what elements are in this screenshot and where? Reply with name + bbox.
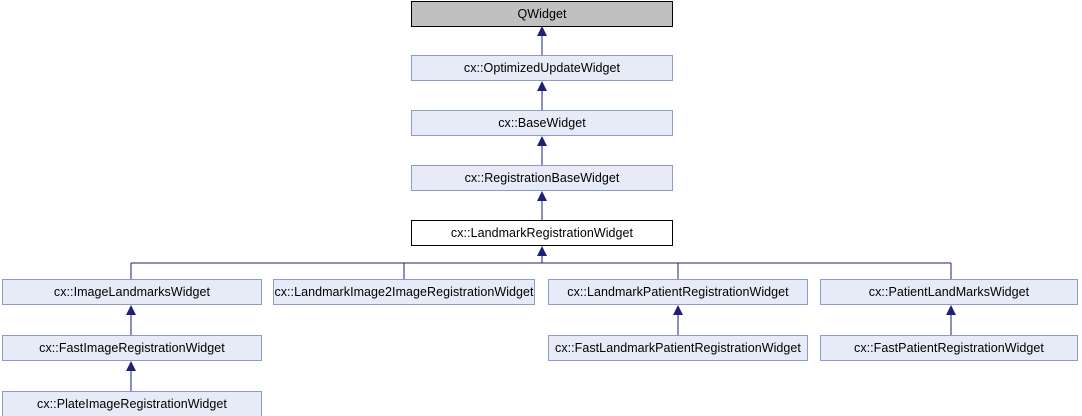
node-label: cx::ImageLandmarksWidget <box>53 284 211 299</box>
edge-registrationbasewidget-to-basewidget <box>537 136 547 165</box>
node-label: cx::BaseWidget <box>498 115 586 130</box>
node-optimizedupdatewidget[interactable]: cx::OptimizedUpdateWidget <box>411 55 673 81</box>
node-plateimageregistrationwidget[interactable]: cx::PlateImageRegistrationWidget <box>2 391 262 416</box>
node-label: cx::PatientLandMarksWidget <box>868 284 1030 299</box>
node-patientlandmarkswidget[interactable]: cx::PatientLandMarksWidget <box>820 279 1078 305</box>
node-fastpatientregistrationwidget[interactable]: cx::FastPatientRegistrationWidget <box>820 335 1078 361</box>
edge-fastimageregistrationwidget-to-imagelandmarkswidget <box>126 305 136 335</box>
edge-fastlandmarkpatientregistrationwidget-to-landmarkpatientregistrationwidget <box>673 305 683 335</box>
node-imagelandmarkswidget[interactable]: cx::ImageLandmarksWidget <box>2 279 262 305</box>
edge-plateimageregistrationwidget-to-fastimageregistrationwidget <box>126 361 136 391</box>
node-label: cx::LandmarkPatientRegistrationWidget <box>567 284 789 299</box>
edge-optimizedupdatewidget-to-qwidget <box>537 26 547 55</box>
node-label: cx::LandmarkRegistrationWidget <box>450 225 634 240</box>
edge-fastpatientregistrationwidget-to-patientlandmarkswidget <box>946 305 956 335</box>
node-registrationbasewidget[interactable]: cx::RegistrationBaseWidget <box>411 165 673 191</box>
edge-basewidget-to-optimizedupdatewidget <box>537 81 547 110</box>
node-label: cx::PlateImageRegistrationWidget <box>37 396 227 411</box>
node-label: cx::FastImageRegistrationWidget <box>39 340 225 355</box>
node-label: cx::FastLandmarkPatientRegistrationWidge… <box>555 340 801 355</box>
node-label: cx::LandmarkImage2ImageRegistrationWidge… <box>274 284 534 299</box>
node-fastimageregistrationwidget[interactable]: cx::FastImageRegistrationWidget <box>2 335 262 361</box>
node-qwidget[interactable]: QWidget <box>411 1 673 27</box>
node-basewidget[interactable]: cx::BaseWidget <box>411 110 673 136</box>
node-label: QWidget <box>517 6 567 21</box>
node-landmarkpatientregistrationwidget[interactable]: cx::LandmarkPatientRegistrationWidget <box>548 279 808 305</box>
node-landmarkregistrationwidget[interactable]: cx::LandmarkRegistrationWidget <box>411 220 673 246</box>
node-fastlandmarkpatientregistrationwidget[interactable]: cx::FastLandmarkPatientRegistrationWidge… <box>548 335 808 361</box>
node-label: cx::FastPatientRegistrationWidget <box>854 340 1044 355</box>
node-label: cx::OptimizedUpdateWidget <box>463 60 621 75</box>
node-landmarkimage2imageregistrationwidget[interactable]: cx::LandmarkImage2ImageRegistrationWidge… <box>273 279 535 305</box>
node-label: cx::RegistrationBaseWidget <box>464 170 620 185</box>
edge-bus-landmarkregistrationwidget-children <box>130 246 952 279</box>
edge-landmarkregistrationwidget-to-registrationbasewidget <box>537 191 547 220</box>
